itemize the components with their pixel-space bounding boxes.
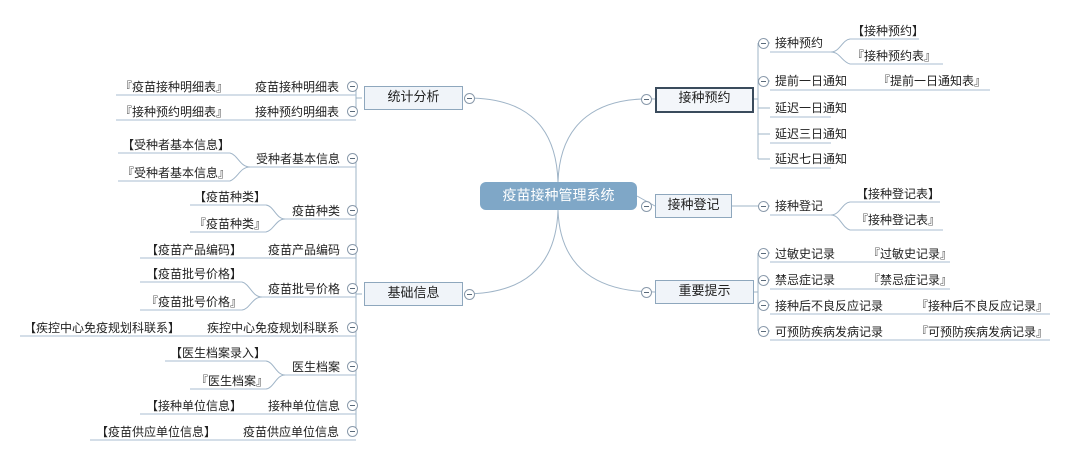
leaf-kefangyu-jibing[interactable]: 『可预防疾病发病记录』 <box>916 325 1049 339</box>
collapse-icon[interactable] <box>347 361 358 372</box>
collapse-icon[interactable] <box>347 400 358 411</box>
leaf-jinjizheng[interactable]: 『禁忌症记录』 <box>868 273 953 287</box>
leaf-tiqian-yiri-table[interactable]: 『提前一日通知表』 <box>878 74 987 88</box>
subtopic-jiezhong-danwei[interactable]: 接种单位信息 <box>268 399 341 413</box>
collapse-icon[interactable] <box>641 94 652 105</box>
collapse-icon[interactable] <box>347 322 358 333</box>
subtopic-jiezhong-yuyue[interactable]: 接种预约 <box>775 36 824 50</box>
subtopic-yuyue-mingxi[interactable]: 接种预约明细表 <box>255 105 340 119</box>
leaf-zhonglei-table[interactable]: 『疫苗种类』 <box>194 217 267 231</box>
collapse-icon[interactable] <box>347 426 358 437</box>
collapse-icon[interactable] <box>641 201 652 212</box>
leaf-guominshi[interactable]: 『过敏史记录』 <box>868 247 953 261</box>
leaf-pihao-form[interactable]: 【疫苗批号价格】 <box>146 267 243 281</box>
collapse-icon[interactable] <box>347 283 358 294</box>
leaf-shouzhongzhe-table[interactable]: 『受种者基本信息』 <box>122 166 231 180</box>
subtopic-pihao-jiage[interactable]: 疫苗批号价格 <box>268 282 341 296</box>
subtopic-jiezhong-dengji[interactable]: 接种登记 <box>775 199 824 213</box>
subtopic-jinjizheng[interactable]: 禁忌症记录 <box>775 273 836 287</box>
subtopic-buliang-fanying[interactable]: 接种后不良反应记录 <box>775 299 884 313</box>
leaf-yimiao-mingxi[interactable]: 『疫苗接种明细表』 <box>120 80 229 94</box>
leaf-buliang-fanying[interactable]: 『接种后不良反应记录』 <box>916 299 1049 313</box>
leaf-yisheng-table[interactable]: 『医生档案』 <box>196 374 269 388</box>
collapse-icon[interactable] <box>758 326 769 337</box>
collapse-icon[interactable] <box>464 93 475 104</box>
subtopic-guominshi[interactable]: 过敏史记录 <box>775 247 836 261</box>
collapse-icon[interactable] <box>758 275 769 286</box>
leaf-jiezhong-danwei[interactable]: 【接种单位信息】 <box>146 399 243 413</box>
main-topic-jiezhong-dengji[interactable]: 接种登记 <box>655 194 732 218</box>
leaf-jikong-lianxi[interactable]: 【疾控中心免疫规划科联系】 <box>24 321 181 335</box>
subtopic-yanchi-yiri[interactable]: 延迟一日通知 <box>775 101 848 115</box>
subtopic-kefangyu-jibing[interactable]: 可预防疾病发病记录 <box>775 325 884 339</box>
main-topic-zhongyao-tishi[interactable]: 重要提示 <box>655 280 754 304</box>
leaf-yuyue-mingxi[interactable]: 『接种预约明细表』 <box>120 105 229 119</box>
collapse-icon[interactable] <box>347 205 358 216</box>
leaf-chanpin-bianma[interactable]: 【疫苗产品编码】 <box>146 243 243 257</box>
main-topic-jichu-xinxi[interactable]: 基础信息 <box>364 282 463 306</box>
leaf-jiezhong-dengji-form[interactable]: 【接种登记表】 <box>856 187 941 201</box>
collapse-icon[interactable] <box>758 248 769 259</box>
leaf-shouzhongzhe-form[interactable]: 【受种者基本信息】 <box>122 138 231 152</box>
subtopic-chanpin-bianma[interactable]: 疫苗产品编码 <box>268 243 341 257</box>
subtopic-yanchi-sanri[interactable]: 延迟三日通知 <box>775 127 848 141</box>
leaf-jiezhong-yuyue-form[interactable]: 【接种预约】 <box>852 24 925 38</box>
root-topic[interactable]: 疫苗接种管理系统 <box>480 182 637 210</box>
collapse-icon[interactable] <box>347 81 358 92</box>
subtopic-yisheng-dangan[interactable]: 医生档案 <box>292 360 341 374</box>
collapse-icon[interactable] <box>464 289 475 300</box>
leaf-jiezhong-yuyue-table[interactable]: 『接种预约表』 <box>852 49 937 63</box>
main-topic-jiezhong-yuyue[interactable]: 接种预约 <box>655 87 754 113</box>
leaf-zhonglei-form[interactable]: 【疫苗种类】 <box>194 190 267 204</box>
subtopic-shouzhongzhe[interactable]: 受种者基本信息 <box>256 152 341 166</box>
subtopic-jikong-lianxi[interactable]: 疾控中心免疫规划科联系 <box>207 321 340 335</box>
leaf-jiezhong-dengji-table[interactable]: 『接种登记表』 <box>856 213 941 227</box>
leaf-gongying-danwei[interactable]: 【疫苗供应单位信息】 <box>96 425 217 439</box>
subtopic-tiqian-yiri[interactable]: 提前一日通知 <box>775 74 848 88</box>
collapse-icon[interactable] <box>347 244 358 255</box>
subtopic-yanchi-qiri[interactable]: 延迟七日通知 <box>775 152 848 166</box>
collapse-icon[interactable] <box>758 76 769 87</box>
collapse-icon[interactable] <box>347 153 358 164</box>
collapse-icon[interactable] <box>758 300 769 311</box>
collapse-icon[interactable] <box>758 38 769 49</box>
subtopic-yimiao-mingxi[interactable]: 疫苗接种明细表 <box>255 80 340 94</box>
subtopic-gongying-danwei[interactable]: 疫苗供应单位信息 <box>243 425 340 439</box>
leaf-yisheng-form[interactable]: 【医生档案录入】 <box>170 346 267 360</box>
subtopic-yimiao-zhonglei[interactable]: 疫苗种类 <box>292 204 341 218</box>
collapse-icon[interactable] <box>347 106 358 117</box>
collapse-icon[interactable] <box>758 201 769 212</box>
collapse-icon[interactable] <box>641 287 652 298</box>
main-topic-tongji-fenxi[interactable]: 统计分析 <box>364 86 463 110</box>
leaf-pihao-table[interactable]: 『疫苗批号价格』 <box>146 295 243 309</box>
